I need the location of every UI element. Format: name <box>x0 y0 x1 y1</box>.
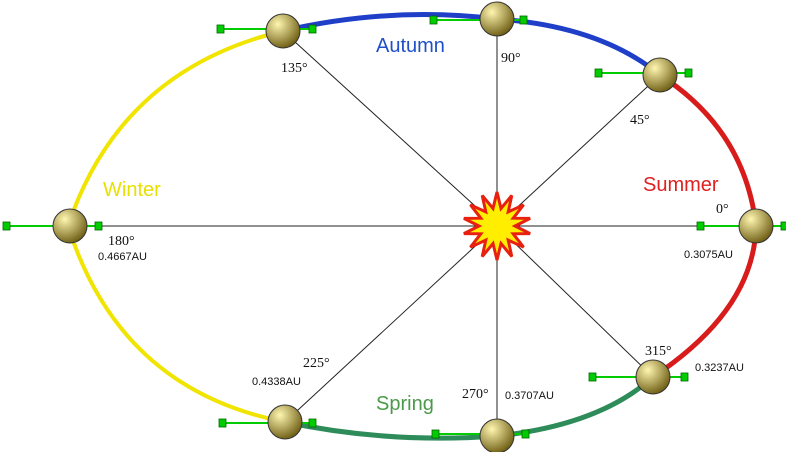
planet-icon <box>265 13 301 49</box>
axis-flag-icon <box>594 68 603 78</box>
distance-label-225: 0.4338AU <box>252 376 301 388</box>
sun-icon <box>463 191 531 261</box>
season-label-autumn: Autumn <box>376 35 445 57</box>
angle-label-0: 0° <box>716 202 729 217</box>
planet-icon <box>642 57 678 93</box>
planet-icon <box>479 1 515 37</box>
distance-label-0: 0.3075AU <box>684 249 733 261</box>
planet-270 <box>435 418 525 452</box>
axis-flag-icon <box>780 221 786 231</box>
axis-flag-icon <box>216 24 225 34</box>
axis-flag-icon <box>684 68 693 78</box>
radial-line-45 <box>496 74 661 227</box>
axis-flag-icon <box>519 15 528 25</box>
season-label-summer: Summer <box>643 174 719 196</box>
angle-label-270: 270° <box>462 387 489 402</box>
axis-flag-icon <box>431 429 440 439</box>
axis-flag-icon <box>2 221 11 231</box>
angle-label-90: 90° <box>501 51 521 66</box>
planet-icon <box>738 208 774 244</box>
axis-flag-icon <box>308 24 317 34</box>
planet-315 <box>592 359 684 395</box>
distance-label-315: 0.3237AU <box>695 362 744 374</box>
angle-label-180: 180° <box>108 234 135 249</box>
planet-135 <box>220 13 312 49</box>
angle-label-45: 45° <box>630 113 650 128</box>
axis-flag-icon <box>429 15 438 25</box>
axis-flag-icon <box>218 418 227 428</box>
axis-flag-icon <box>696 221 705 231</box>
planet-225 <box>222 404 312 440</box>
angle-label-315: 315° <box>645 344 672 359</box>
planet-icon <box>52 208 88 244</box>
planet-icon <box>267 404 303 440</box>
axis-markers <box>2 15 786 439</box>
planet-45 <box>598 57 688 93</box>
angle-label-135: 135° <box>281 61 308 76</box>
planet-90 <box>433 1 523 37</box>
radial-line-135 <box>282 30 498 227</box>
planet-icon <box>479 418 515 452</box>
planet-0 <box>700 208 784 244</box>
distance-label-270: 0.3707AU <box>505 390 554 402</box>
radial-line-315 <box>496 225 654 378</box>
axis-flag-icon <box>680 372 689 382</box>
season-label-winter: Winter <box>103 179 161 201</box>
planets <box>6 1 784 452</box>
radial-lines <box>70 19 756 436</box>
radial-line-225 <box>284 225 498 423</box>
axis-flag-icon <box>521 429 530 439</box>
axis-flag-icon <box>94 221 103 231</box>
orbit-arc-autumn <box>282 12 662 77</box>
planet-180 <box>6 208 98 244</box>
angle-label-225: 225° <box>303 356 330 371</box>
axis-flag-icon <box>308 418 317 428</box>
planet-icon <box>635 359 671 395</box>
axis-flag-icon <box>588 372 597 382</box>
distance-label-180: 0.4667AU <box>98 251 147 263</box>
season-label-spring: Spring <box>376 393 434 415</box>
